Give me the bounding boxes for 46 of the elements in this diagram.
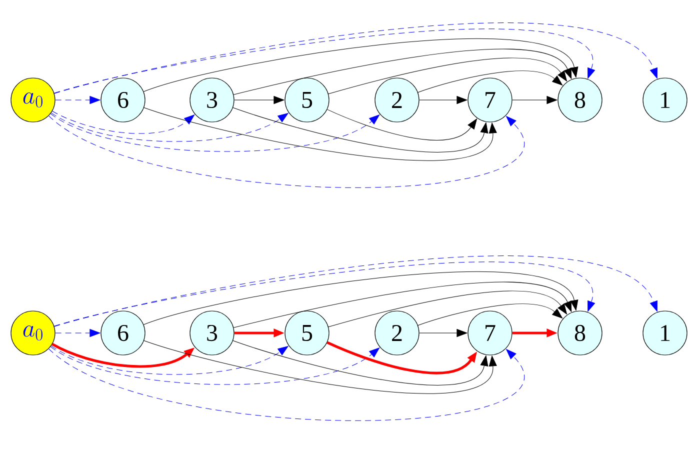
graph-node: 3	[190, 78, 234, 122]
arrow	[418, 70, 563, 93]
arrow	[328, 291, 568, 328]
graph-node: 2	[374, 310, 420, 356]
arrow	[51, 112, 288, 142]
arrow	[144, 107, 497, 161]
arrow	[328, 58, 568, 94]
arrow	[52, 110, 195, 134]
arrow	[418, 304, 563, 326]
arrow	[233, 282, 572, 328]
graph-node: 5	[284, 310, 330, 356]
arrow	[326, 109, 478, 140]
arrow	[54, 22, 658, 94]
arrow	[55, 329, 100, 337]
arrow	[233, 49, 572, 95]
arrow	[512, 96, 558, 104]
arrow	[232, 340, 488, 386]
graph-node: 8	[558, 310, 602, 356]
arrow	[55, 96, 100, 104]
graph-node: 8	[558, 78, 602, 122]
arrow	[232, 107, 488, 152]
arrow	[54, 28, 596, 94]
graph-node: 1	[642, 310, 688, 356]
arrow	[54, 256, 658, 327]
graph-node: $a_{0}$	[10, 310, 56, 356]
graph-node: 2	[374, 78, 420, 122]
arrow	[419, 329, 468, 337]
graph-node: 6	[100, 78, 146, 122]
graph-node: $a_{0}$	[10, 78, 56, 122]
arrow	[50, 113, 380, 152]
graph-node: 3	[190, 310, 234, 356]
graph-node: 6	[100, 310, 146, 356]
arrow	[143, 271, 578, 325]
graph-node: 7	[468, 78, 512, 122]
arrow	[419, 96, 468, 104]
arrow	[51, 346, 288, 375]
graph-node: 7	[468, 310, 512, 356]
graph-node: 1	[642, 78, 688, 122]
arrow	[48, 116, 525, 188]
arrow	[48, 348, 525, 421]
arrow	[50, 346, 380, 385]
graph-node: 5	[284, 78, 330, 122]
arrow	[144, 340, 497, 394]
arrow	[234, 96, 284, 104]
arrow	[54, 262, 596, 326]
arrow	[143, 38, 578, 92]
